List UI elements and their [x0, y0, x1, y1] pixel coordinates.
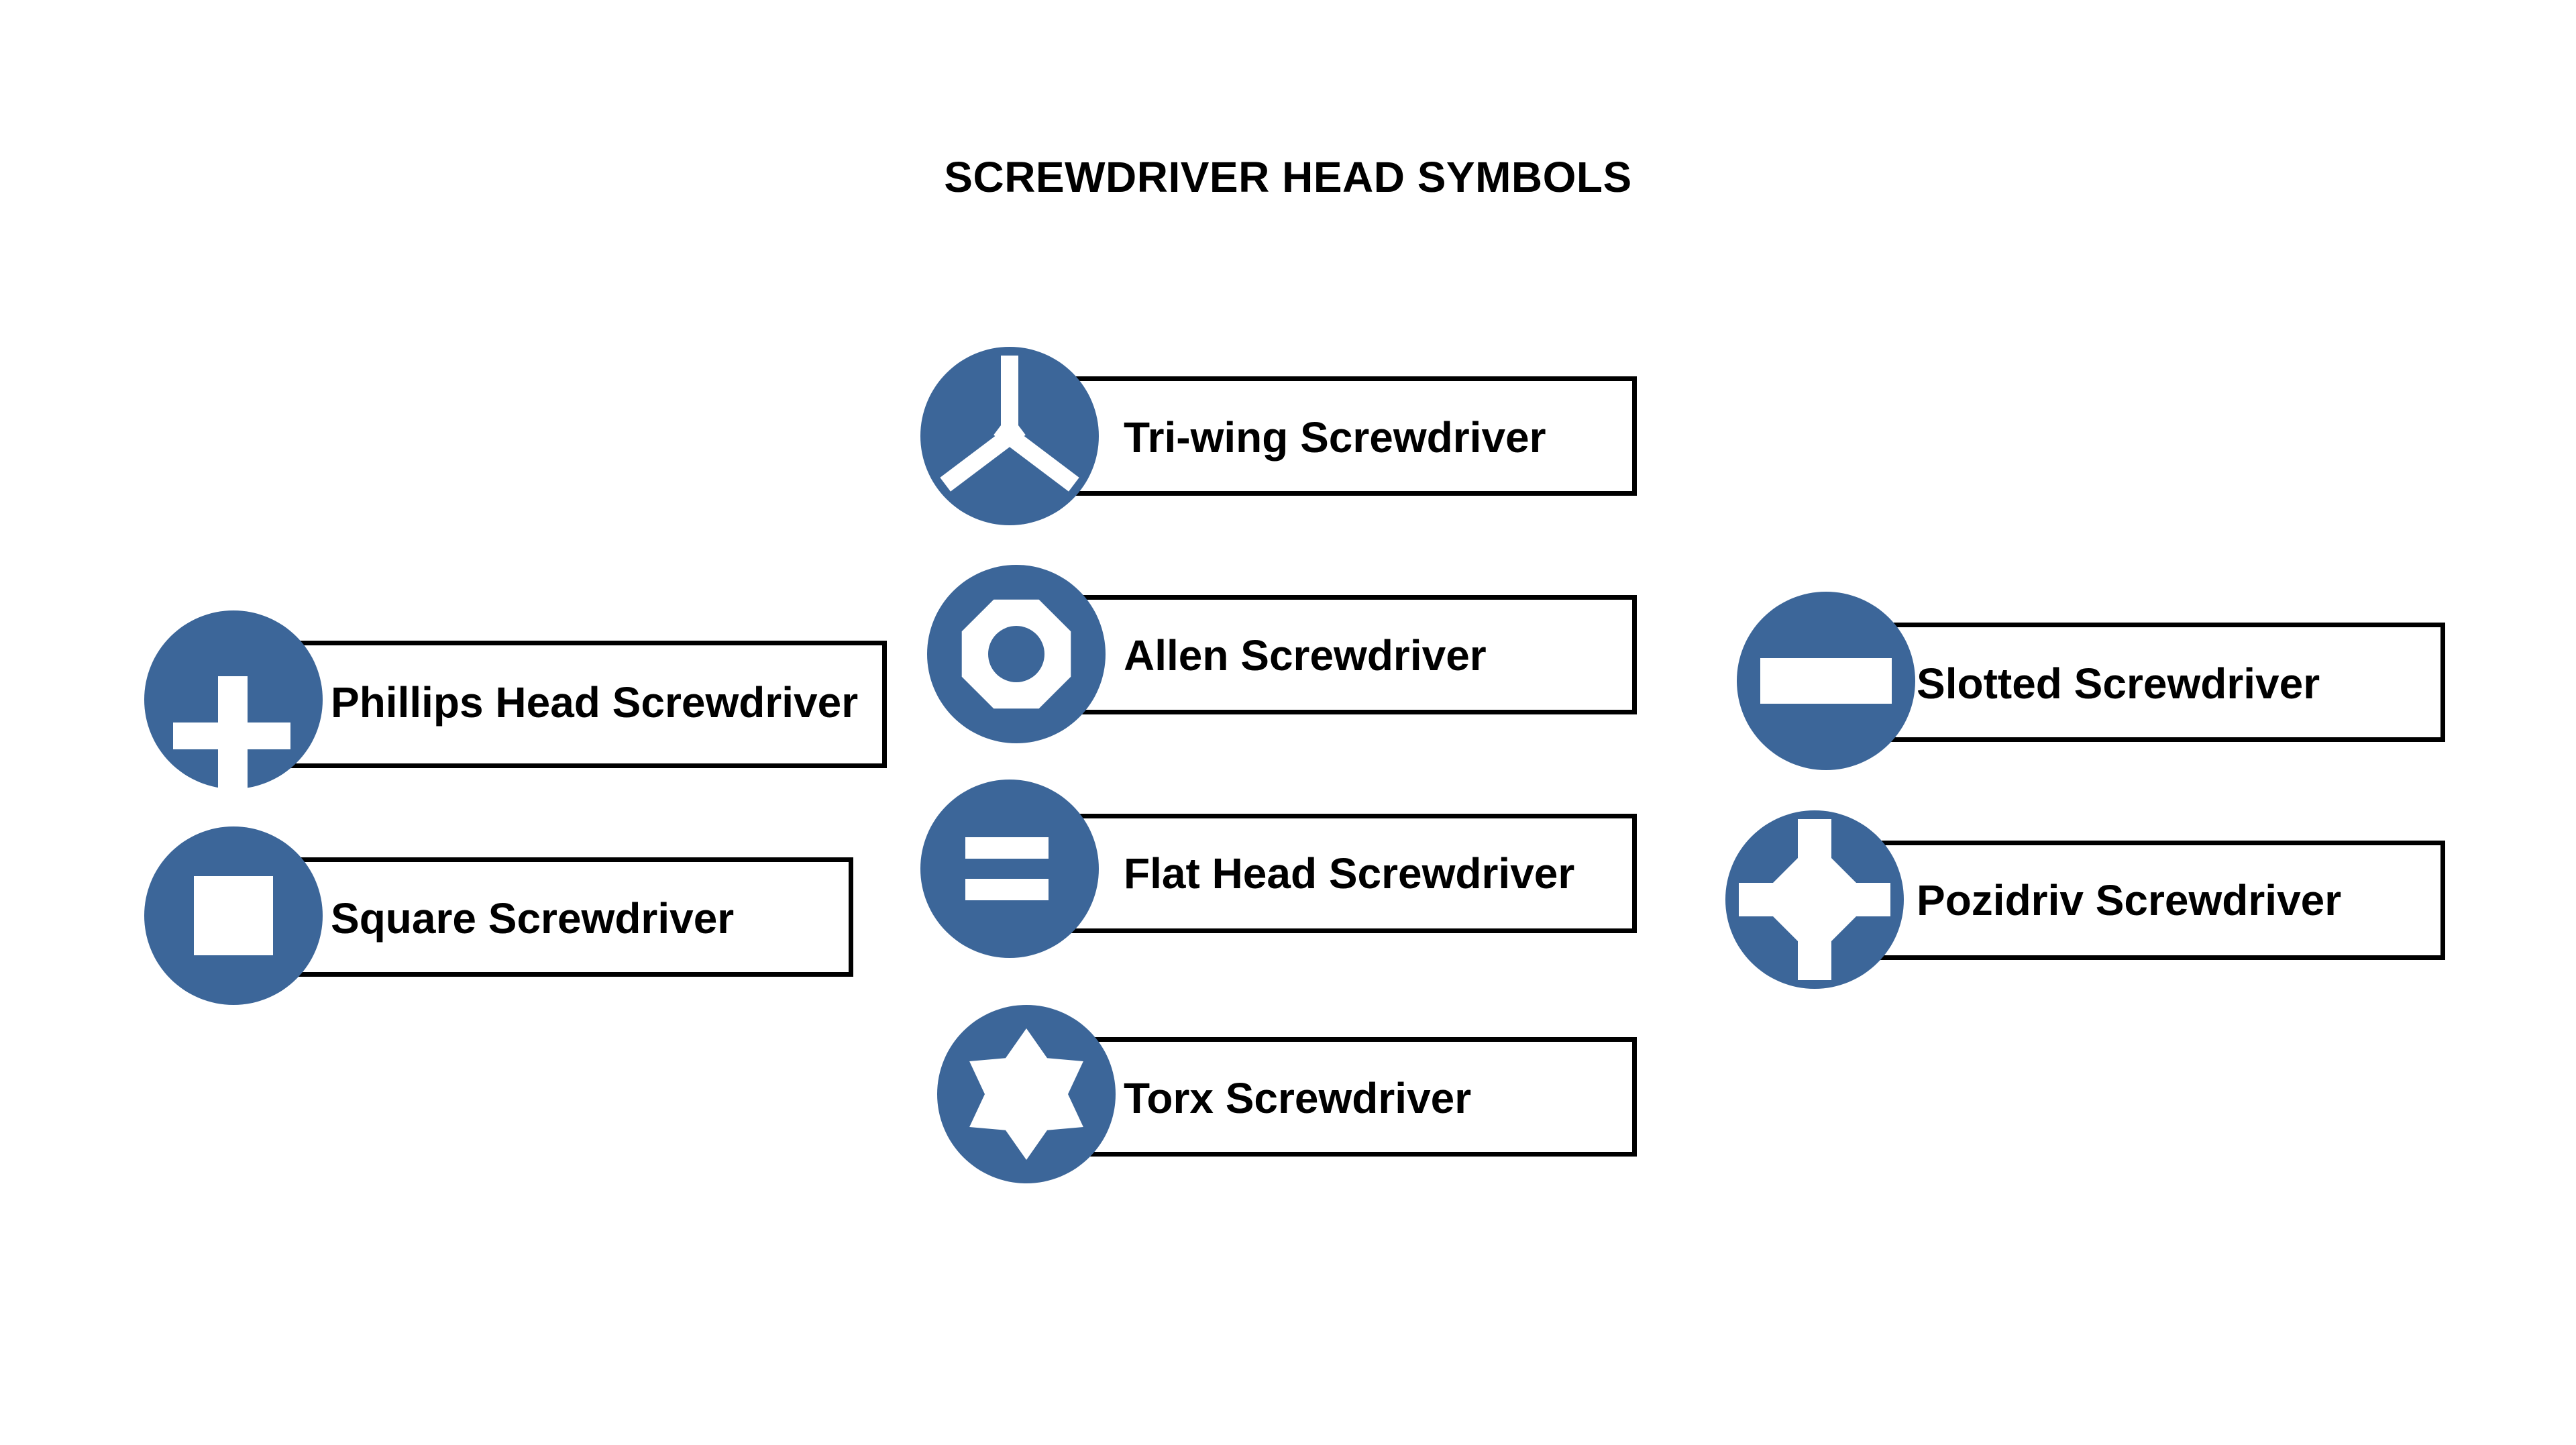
- label-box-allen: [1067, 595, 1637, 714]
- label-phillips: Phillips Head Screwdriver: [331, 678, 859, 727]
- phillips-icon: [144, 610, 323, 790]
- label-box-torx: [1080, 1037, 1637, 1157]
- label-torx: Torx Screwdriver: [1124, 1074, 1472, 1122]
- label-flat-head: Flat Head Screwdriver: [1124, 849, 1575, 898]
- label-allen: Allen Screwdriver: [1124, 631, 1487, 680]
- flat-head-icon: [920, 780, 1099, 958]
- label-box-square: [288, 857, 853, 977]
- diagram-title: SCREWDRIVER HEAD SYMBOLS: [944, 153, 1632, 201]
- label-box-slotted: [1872, 623, 2445, 742]
- label-box-phillips: [288, 641, 887, 768]
- label-box-pozidriv: [1865, 841, 2445, 960]
- tri-wing-icon: [920, 347, 1099, 525]
- torx-icon: [937, 1005, 1116, 1183]
- slotted-icon: [1737, 592, 1915, 770]
- label-pozidriv: Pozidriv Screwdriver: [1917, 876, 2342, 924]
- label-square: Square Screwdriver: [331, 894, 735, 943]
- square-icon: [144, 826, 323, 1005]
- label-box-tri-wing: [1060, 376, 1637, 496]
- pozidriv-icon: [1725, 810, 1904, 989]
- label-tri-wing: Tri-wing Screwdriver: [1124, 413, 1546, 462]
- label-slotted: Slotted Screwdriver: [1917, 659, 2320, 708]
- allen-icon: [927, 565, 1106, 743]
